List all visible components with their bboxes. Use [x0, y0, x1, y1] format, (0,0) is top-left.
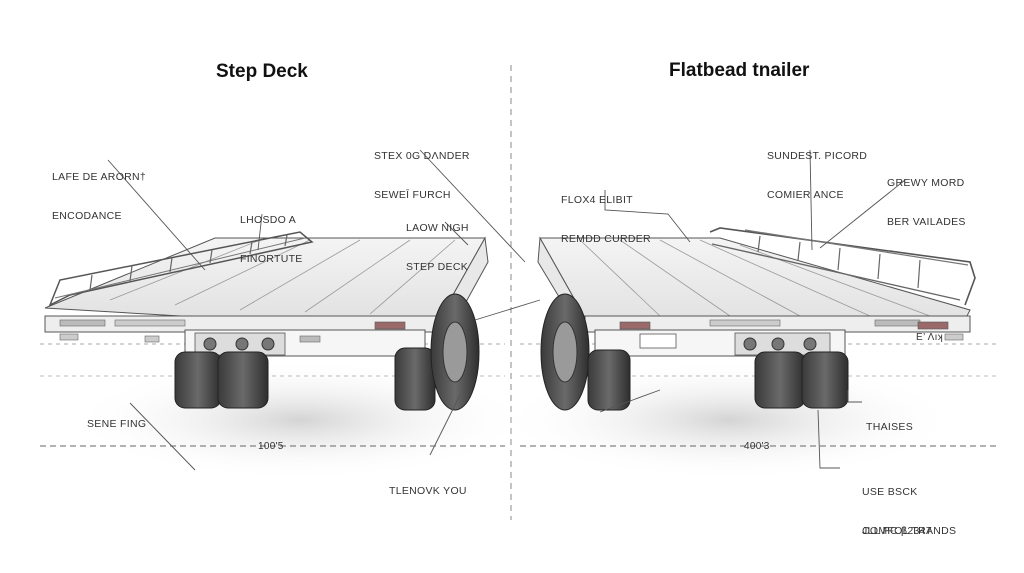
label-grewy: GREWY MORD BER VAILADES — [887, 151, 966, 242]
label-sundest-line1: SUNDEST. PICORD — [767, 150, 868, 162]
label-thaises: THAISES — [866, 395, 913, 447]
label-flox-line2: REMDD CURDER — [561, 233, 651, 245]
label-grewy-line1: GREWY MORD — [887, 177, 965, 189]
label-sene-line1: SENE FING — [87, 418, 147, 430]
label-sundest: SUNDEST. PICORD COMIER ANCE — [767, 124, 867, 215]
plate-text: Ε’ Λıʞ — [916, 332, 944, 343]
flatbed-title: Flatbead tnailer — [669, 60, 810, 81]
label-stex-line1: STEX 0G DΛNDER — [374, 150, 470, 162]
label-stex-line2: SEWEĪ FURCH — [374, 189, 451, 201]
flatbed-trailer — [537, 227, 976, 411]
dimension-right: 400'3 — [744, 441, 770, 452]
label-thaises-line1: THAISES — [866, 421, 914, 433]
label-tlenovk: TLENOVK YOU — [389, 459, 467, 511]
step-deck-title: Step Deck — [216, 61, 308, 82]
label-usebsck: USE BSCK COMFOL TRANDS — [862, 460, 956, 551]
label-jll-line1: JLL PC β2347 — [862, 525, 932, 537]
dimension-left: 100'5 — [258, 441, 284, 452]
label-laow-line1: LAOW NIGH — [406, 222, 469, 234]
label-tlenovk-line1: TLENOVK YOU — [389, 485, 467, 497]
label-grewy-line2: BER VAILADES — [887, 216, 966, 228]
label-flox: FLOX4 ELIBIT REMDD CURDER — [561, 168, 651, 259]
label-usebsck-line1: USE BSCK — [862, 486, 918, 498]
label-laow: LAOW NIGH STEP DECK — [406, 196, 469, 287]
step-deck-trailer — [44, 231, 489, 411]
label-lafe-line2: ENCODANCE — [52, 210, 122, 222]
label-lafe: LAFE DE ARORN† ENCODANCE — [52, 145, 146, 236]
label-flox-line1: FLOX4 ELIBIT — [561, 194, 633, 206]
label-lafe-line1: LAFE DE ARORN† — [52, 171, 147, 183]
label-laow-line2: STEP DECK — [406, 261, 469, 273]
label-sundest-line2: COMIER ANCE — [767, 189, 844, 201]
leader-lines — [107, 149, 906, 471]
label-lhosdo: LHOSDO A FINORTUTE — [240, 188, 303, 279]
label-jll: JLL PC β2347 — [862, 499, 932, 551]
label-usebsck-line2: COMFOL TRANDS — [862, 525, 957, 537]
label-stex: STEX 0G DΛNDER SEWEĪ FURCH — [374, 124, 470, 215]
label-sene: SENE FING — [87, 392, 146, 444]
label-lhosdo-line1: LHOSDO A — [240, 214, 297, 226]
label-lhosdo-line2: FINORTUTE — [240, 253, 303, 265]
